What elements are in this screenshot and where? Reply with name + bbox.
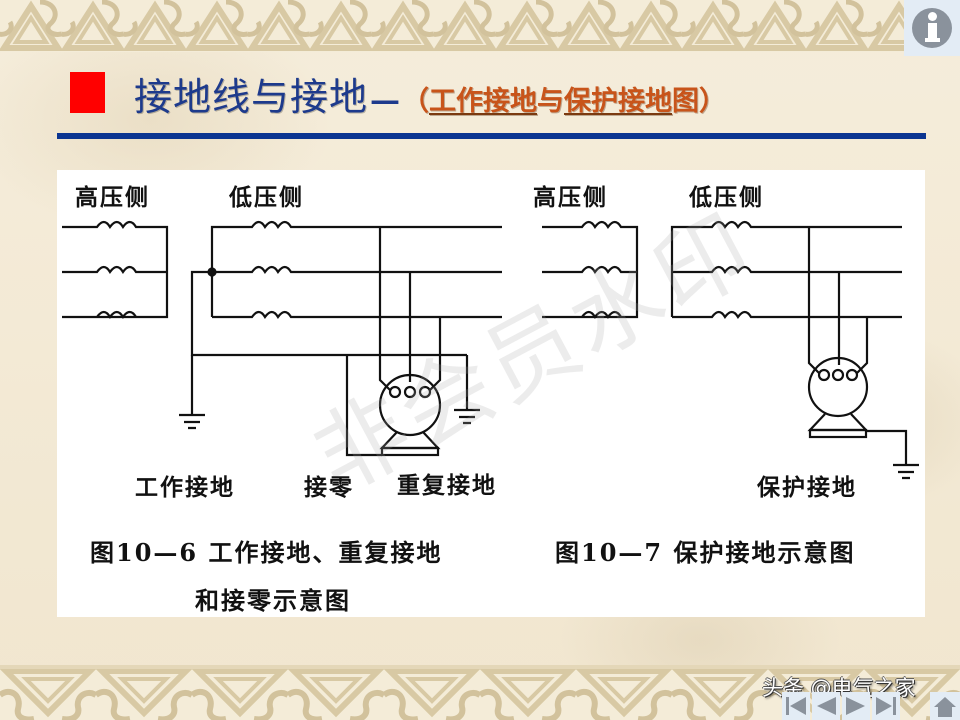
title-subtitle: （工作接地与保护接地图） xyxy=(402,79,726,118)
left-label-high-voltage: 高压侧 xyxy=(75,184,150,211)
label-repeat-grounding: 重复接地 xyxy=(397,472,497,499)
next-icon xyxy=(846,697,865,715)
page-title: 接地线与接地 — （工作接地与保护接地图） xyxy=(134,66,726,119)
left-label-low-voltage: 低压侧 xyxy=(229,184,304,211)
link-work-grounding[interactable]: 工作接地 xyxy=(429,86,538,117)
diagram-panel: 非会员水印 高压侧 低压侧 工作接地 接零 重复接地 图10—6 工作接地、重复… xyxy=(57,170,925,617)
title-main: 接地线与接地 xyxy=(134,75,369,119)
label-work-grounding: 工作接地 xyxy=(135,474,235,501)
next-slide-button[interactable] xyxy=(842,692,870,720)
previous-slide-button[interactable] xyxy=(812,692,840,720)
skip-forward-icon xyxy=(876,697,896,715)
subtitle-open-paren: （ xyxy=(402,86,430,117)
left-lv-windings xyxy=(210,220,502,320)
slide-navigation xyxy=(782,692,902,720)
subtitle-conjunction: 与 xyxy=(537,86,565,117)
right-label-high-voltage: 高压侧 xyxy=(533,184,608,211)
title-dash: — xyxy=(370,83,401,118)
home-button[interactable] xyxy=(930,692,960,720)
circuit-diagrams xyxy=(62,220,919,480)
skip-back-icon xyxy=(786,697,806,715)
link-protective-grounding[interactable]: 保护接地 xyxy=(564,86,673,117)
left-hv-windings xyxy=(62,220,169,320)
subtitle-figure-word: 图 xyxy=(672,86,700,117)
right-caption-line1: 图10—7 保护接地示意图 xyxy=(555,538,856,567)
left-caption-line2: 和接零示意图 xyxy=(195,586,351,615)
last-slide-button[interactable] xyxy=(872,692,900,720)
title-divider xyxy=(57,133,926,139)
label-neutral-connection: 接零 xyxy=(304,474,354,501)
subtitle-close-paren: ） xyxy=(699,86,727,117)
info-icon xyxy=(912,8,952,48)
title-bullet xyxy=(70,72,105,113)
home-icon xyxy=(934,697,956,717)
previous-icon xyxy=(817,697,836,715)
info-button[interactable] xyxy=(904,0,960,56)
right-lv-windings xyxy=(670,220,902,320)
first-slide-button[interactable] xyxy=(782,692,810,720)
right-hv-windings xyxy=(542,220,639,320)
left-caption-line1: 图10—6 工作接地、重复接地 xyxy=(90,538,443,567)
right-label-low-voltage: 低压侧 xyxy=(689,184,764,211)
top-decorative-border xyxy=(0,0,960,52)
label-protective-grounding: 保护接地 xyxy=(757,474,857,501)
